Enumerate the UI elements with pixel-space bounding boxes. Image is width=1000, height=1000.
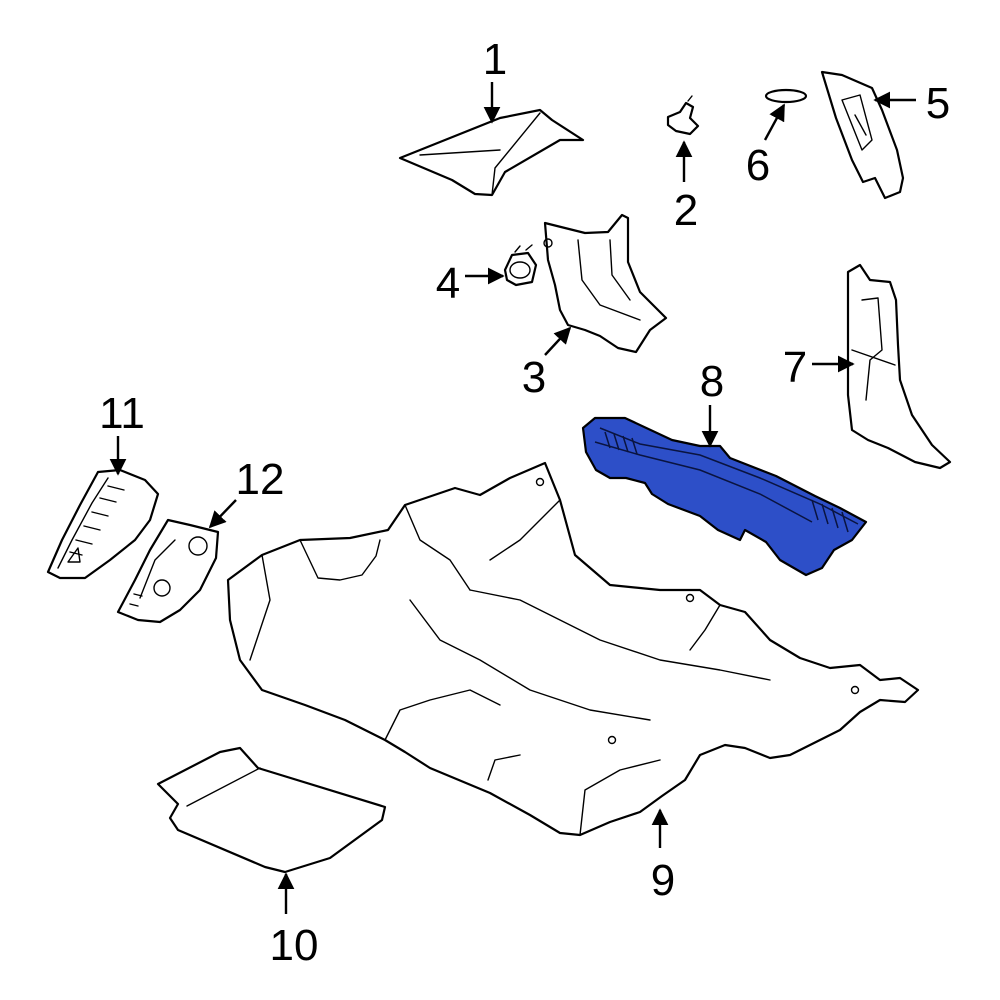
callout-labels: 1 2 3 4 5 6 7 8 9 10 11 12 [99,35,950,970]
part-11-armrest-pad[interactable] [46,468,160,580]
callout-3[interactable]: 3 [522,353,546,402]
callout-5[interactable]: 5 [926,79,950,128]
callout-8[interactable]: 8 [700,357,724,406]
part-2-clip[interactable] [666,95,700,136]
leader-6 [763,103,786,141]
callout-leaders [109,82,916,914]
part-3-kick-panel[interactable] [543,213,668,354]
part-10-floor-mat[interactable] [156,746,387,874]
part-6-grommet[interactable] [764,88,808,104]
callout-2[interactable]: 2 [674,186,698,235]
leader-3 [544,326,572,356]
callout-12[interactable]: 12 [236,455,285,504]
callout-9[interactable]: 9 [651,856,675,905]
part-7-b-pillar-trim[interactable] [846,263,952,470]
callout-4[interactable]: 4 [436,259,460,308]
callout-11[interactable]: 11 [99,389,145,438]
part-4-nut[interactable] [503,244,538,287]
callout-6[interactable]: 6 [746,141,770,190]
part-12-bracket-panel[interactable] [116,518,220,624]
part-9-floor-carpet[interactable] [226,461,920,837]
callout-7[interactable]: 7 [783,343,807,392]
callout-1[interactable]: 1 [483,35,507,84]
part-8-sill-plate[interactable] [581,416,868,577]
part-5-pillar-trim[interactable] [820,70,905,200]
leader-12 [208,499,237,529]
callout-10[interactable]: 10 [270,921,319,970]
part-1-trim-panel[interactable] [398,108,585,197]
